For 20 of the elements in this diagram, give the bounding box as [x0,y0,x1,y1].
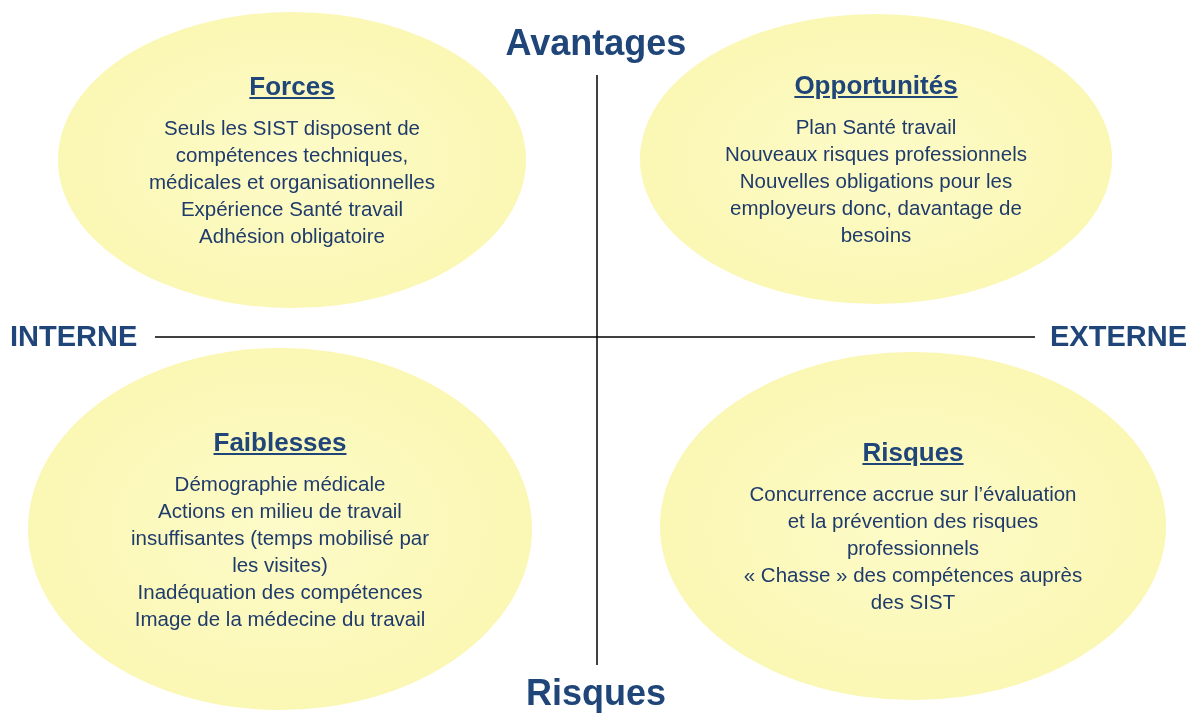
axis-title: INTERNE [10,320,138,353]
axis-title: Risques [526,672,667,713]
quadrant-heading: Faiblesses [213,426,347,458]
quadrant-heading: Opportunités [794,70,958,101]
list-item: Image de la médecine du travail [134,605,426,632]
list-item: Concurrence accrue sur l’évaluation et la prévention des risques professionnels [748,481,1078,561]
quadrant-heading: Risques [862,437,964,468]
list-item: Seuls les SIST disposent de compétences techniques, médicales et organisationnelles [148,115,436,195]
list-item: Nouvelles obligations pour les employeurs donc, davantage de besoins [729,168,1023,248]
list-item: « Chasse » des compétences auprès des SIST [743,562,1083,615]
quadrant-heading: Forces [249,71,335,102]
list-item: Actions en milieu de travail insuffisantes (temps mobilisé par les visites) [129,497,431,578]
list-item: Inadéquation des compétences [137,578,423,605]
list-item: Nouveaux risques professionnels [725,141,1027,167]
list-item: Plan Santé travail [795,114,957,140]
axis-title: EXTERNE [1050,320,1187,353]
list-item: Démographie médicale [174,470,386,497]
list-item: Expérience Santé travail [180,196,404,222]
axis-title: Avantages [505,22,687,64]
list-item: Adhésion obligatoire [199,223,385,249]
